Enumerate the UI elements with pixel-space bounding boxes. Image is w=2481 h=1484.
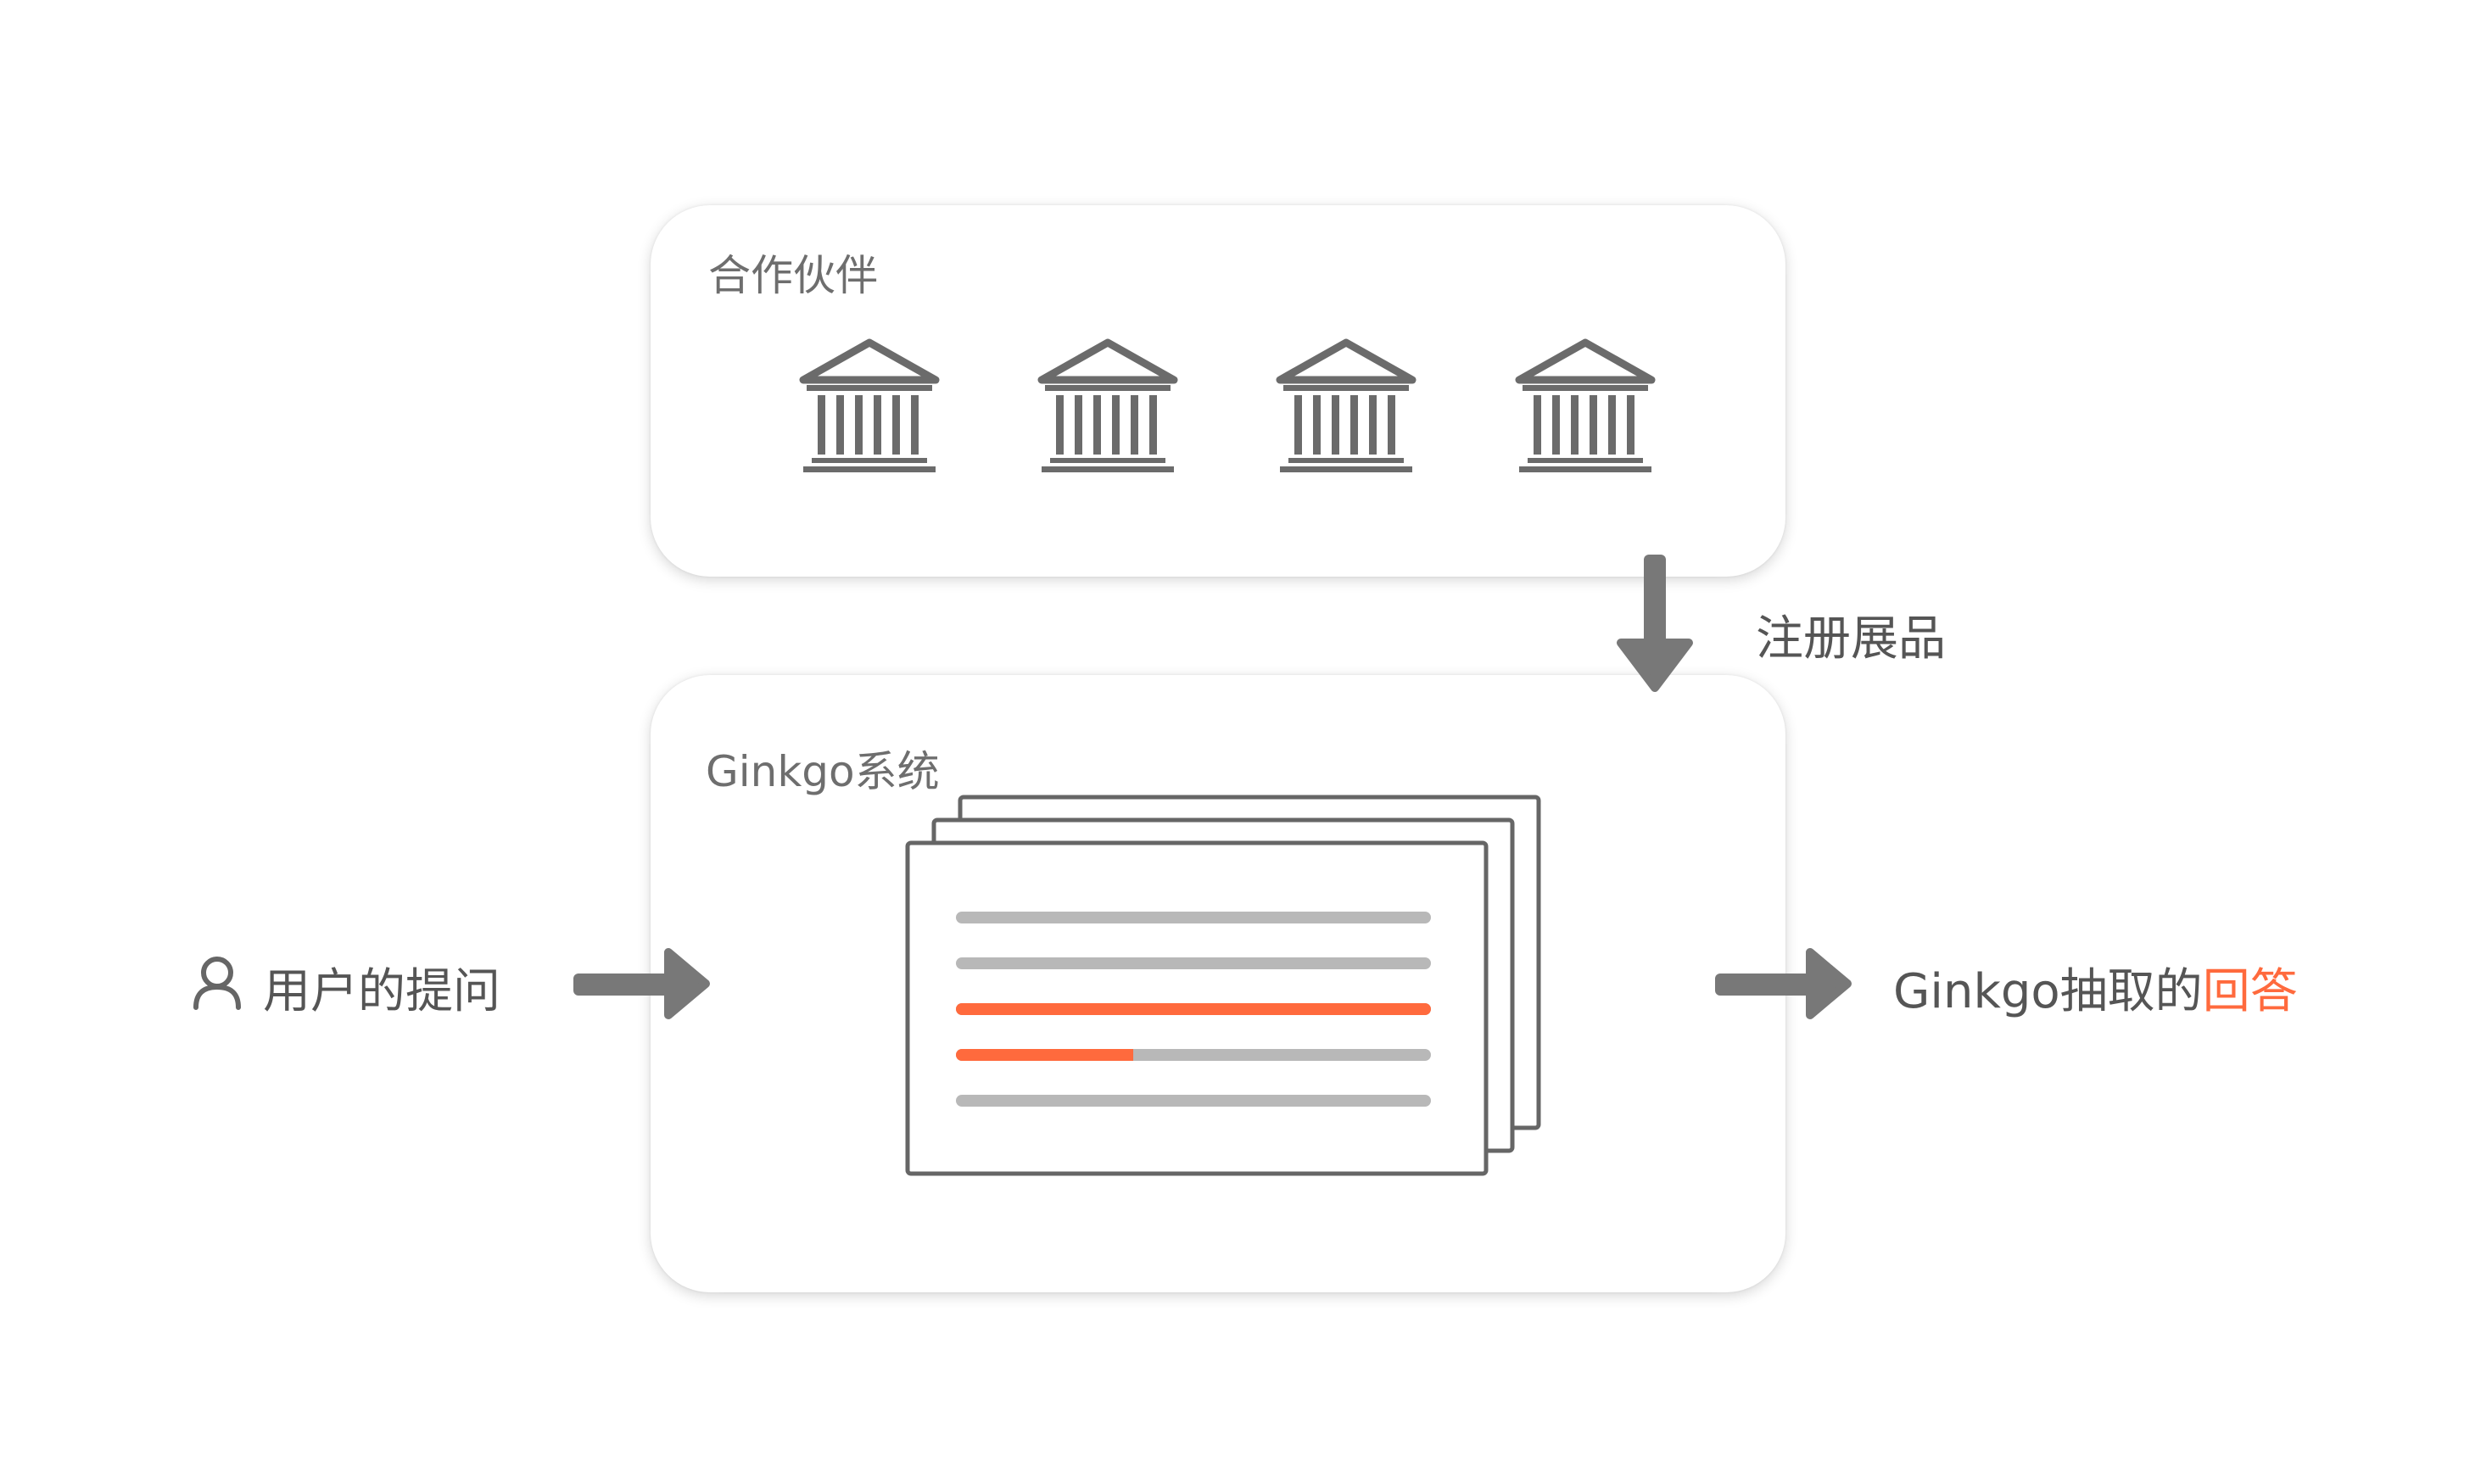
- answer-highlight: 回答: [2202, 964, 2298, 1019]
- document-text-lines: [956, 912, 1431, 1107]
- bank-icon: [1280, 343, 1412, 472]
- bank-icon: [1519, 343, 1651, 472]
- document-stack: [905, 795, 1541, 1176]
- bank-icon: [803, 343, 936, 472]
- user-question-label: 用户的提问: [263, 964, 500, 1019]
- arrow-down-icon: [1617, 555, 1693, 692]
- arrow-right-icon: [573, 948, 710, 1019]
- answer-label: Ginkgo抽取的回答: [1893, 953, 2298, 1022]
- bank-icon: [1042, 343, 1174, 472]
- user-icon: [193, 957, 241, 1010]
- arrow-right-icon: [1715, 948, 1852, 1019]
- register-exhibits-label: 注册展品: [1756, 611, 1946, 667]
- answer-prefix: Ginkgo抽取的: [1893, 964, 2203, 1019]
- system-title: Ginkgo系统: [706, 747, 940, 796]
- partners-title: 合作伙伴: [708, 251, 878, 300]
